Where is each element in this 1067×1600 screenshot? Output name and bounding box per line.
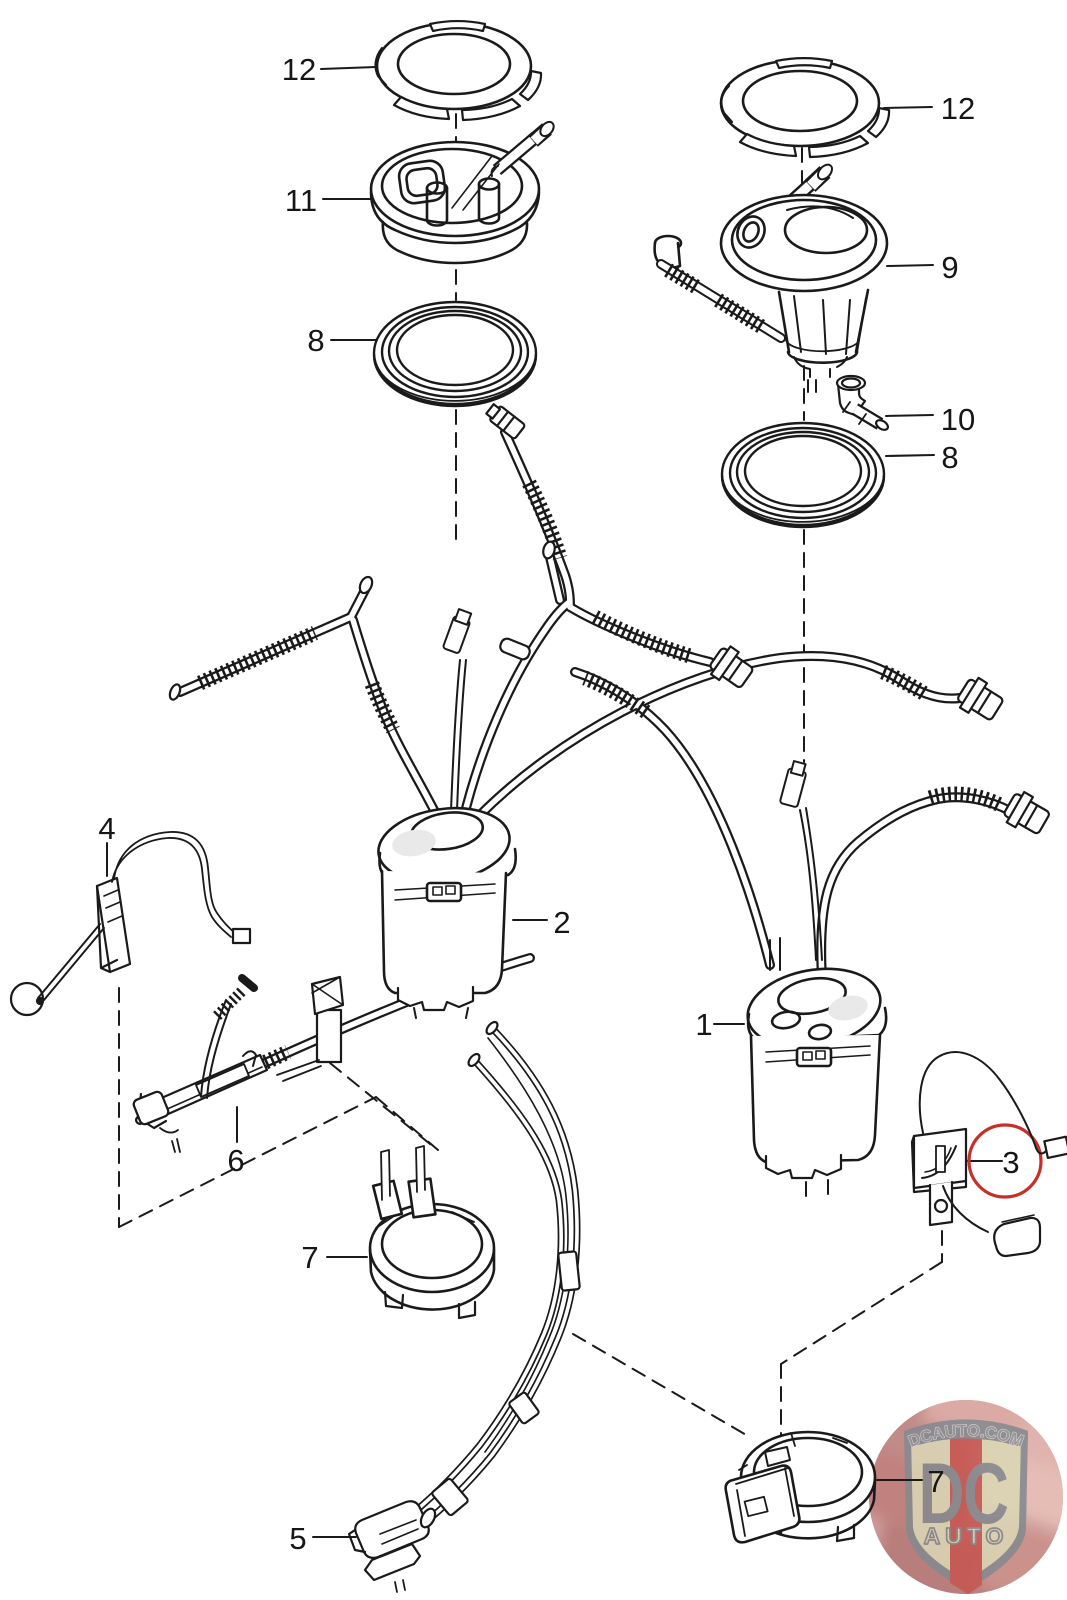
svg-text:DC: DC [919, 1447, 1008, 1542]
svg-text:5: 5 [289, 1521, 306, 1556]
svg-text:1: 1 [695, 1007, 712, 1042]
svg-text:9: 9 [941, 250, 958, 285]
svg-text:8: 8 [307, 323, 324, 358]
svg-text:10: 10 [941, 402, 975, 437]
svg-text:3: 3 [1002, 1145, 1019, 1180]
svg-text:AUTO: AUTO [924, 1523, 1009, 1549]
svg-text:7: 7 [301, 1240, 318, 1275]
svg-text:4: 4 [98, 811, 115, 846]
svg-text:12: 12 [941, 91, 975, 126]
svg-text:12: 12 [282, 52, 316, 87]
svg-text:7: 7 [927, 1464, 944, 1499]
svg-text:8: 8 [941, 440, 958, 475]
svg-text:11: 11 [285, 183, 317, 218]
svg-text:2: 2 [553, 905, 570, 940]
svg-text:6: 6 [227, 1143, 244, 1178]
